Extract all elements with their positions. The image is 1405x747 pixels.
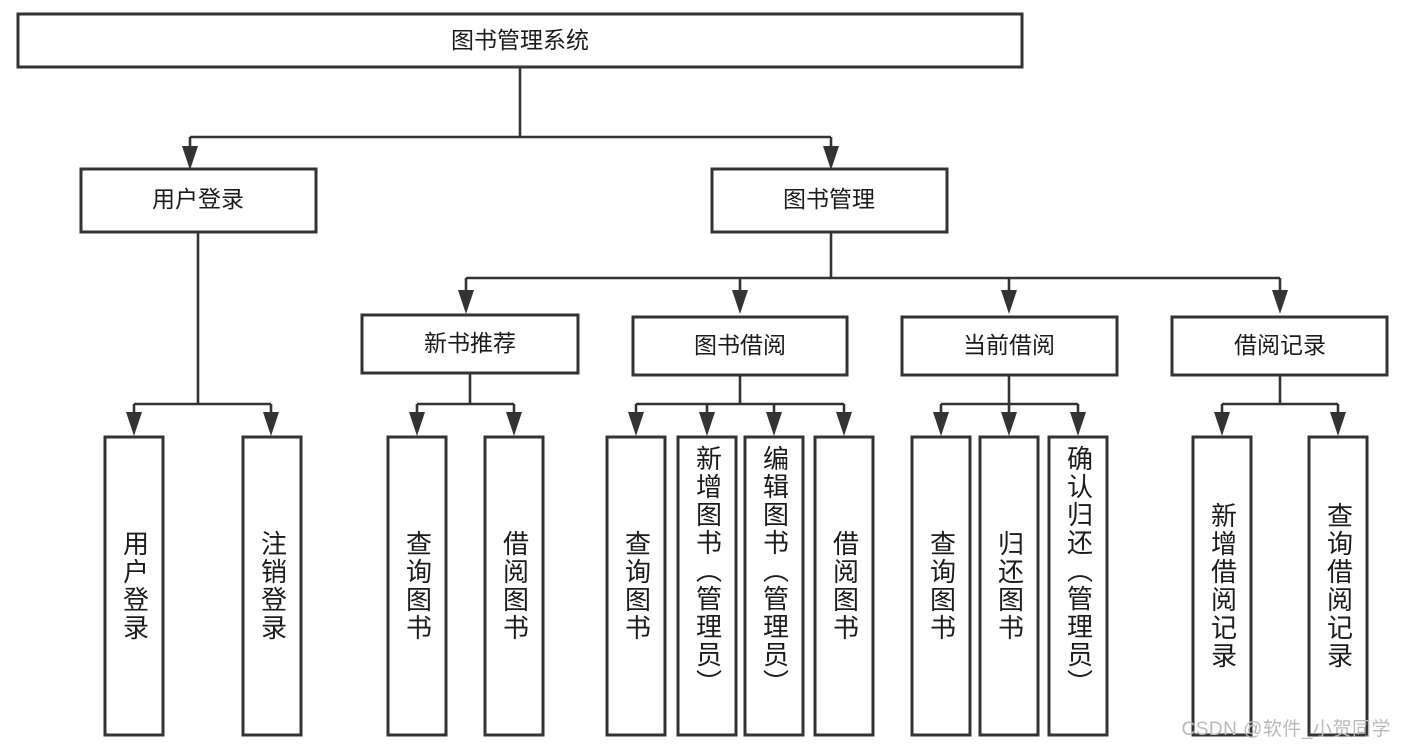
arrow-head-leaf-add-record (1214, 412, 1230, 436)
node-current-borrow-label: 当前借阅 (963, 332, 1055, 358)
leaf-query-book-1-box[interactable] (386, 435, 448, 737)
leaf-add-book-box[interactable] (676, 435, 738, 737)
node-book-borrow[interactable]: 图书借阅 (631, 315, 849, 377)
leaf-logout-login-box[interactable] (241, 435, 303, 737)
leaf-edit-book-box[interactable] (743, 435, 805, 737)
arrow-head-leaf-return-book (1001, 412, 1017, 436)
node-book-management-box[interactable] (710, 167, 949, 234)
node-borrow-record-label: 借阅记录 (1234, 332, 1326, 358)
node-book-borrow-box[interactable] (631, 315, 849, 377)
connector-group-book-borrow (628, 375, 852, 436)
leaf-user-login-box[interactable] (103, 435, 165, 737)
arrow-head-leaf-query-book-1 (409, 412, 425, 436)
arrow-head-leaf-query-book-3 (933, 412, 949, 436)
connector-group-book-management (458, 232, 1288, 314)
arrow-head-leaf-query-record (1330, 412, 1346, 436)
node-new-book-recommend-box[interactable] (360, 313, 580, 375)
node-current-borrow[interactable]: 当前借阅 (900, 315, 1119, 377)
node-new-book-recommend[interactable]: 新书推荐 (360, 313, 580, 375)
leaf-add-record-box[interactable] (1191, 435, 1253, 737)
node-borrow-record[interactable]: 借阅记录 (1170, 315, 1389, 377)
leaf-return-book-box[interactable] (978, 435, 1040, 737)
node-borrow-record-box[interactable] (1170, 315, 1389, 377)
arrow-head-leaf-logout-login (263, 412, 279, 436)
arrow-head-book-borrow (732, 290, 748, 314)
arrow-head-leaf-confirm-return (1070, 412, 1086, 436)
leaf-borrow-book-2-box[interactable] (813, 435, 875, 737)
connector-group-current-borrow (933, 375, 1086, 436)
leaf-borrow-book-1-box[interactable] (483, 435, 545, 737)
watermark-text: CSDN @软件_小贺同学 (1181, 719, 1391, 740)
node-new-book-recommend-label: 新书推荐 (424, 330, 516, 356)
arrow-head-current-borrow (1001, 290, 1017, 314)
connector-group-borrow-record (1214, 375, 1346, 436)
arrow-head-leaf-query-book-2 (628, 412, 644, 436)
leaf-confirm-return-box[interactable] (1047, 435, 1109, 737)
node-book-borrow-label: 图书借阅 (694, 332, 786, 358)
arrow-head-book-management (823, 146, 839, 170)
arrow-head-leaf-edit-book (766, 412, 782, 436)
arrow-head-leaf-borrow-book-2 (836, 412, 852, 436)
leaf-query-book-3-box[interactable] (910, 435, 972, 737)
leaf-query-record-box[interactable] (1307, 435, 1369, 737)
leaf-query-book-2-box[interactable] (605, 435, 667, 737)
connector-group-user-login (126, 232, 279, 436)
connector-group-root (182, 67, 839, 170)
arrow-head-leaf-user-login (126, 412, 142, 436)
node-root-box[interactable] (16, 12, 1024, 69)
leaf-boxes (103, 435, 1369, 737)
node-user-login[interactable]: 用户登录 (79, 167, 318, 234)
connector-group-new-book-recommend (409, 373, 522, 436)
node-current-borrow-box[interactable] (900, 315, 1119, 377)
arrow-head-leaf-add-book (699, 412, 715, 436)
node-user-login-box[interactable] (79, 167, 318, 234)
node-book-management-label: 图书管理 (783, 186, 875, 212)
node-user-login-label: 用户登录 (152, 186, 244, 212)
arrow-head-user-login (182, 146, 198, 170)
arrow-head-borrow-record (1272, 290, 1288, 314)
node-root-label: 图书管理系统 (451, 27, 589, 53)
arrow-head-leaf-borrow-book-1 (506, 412, 522, 436)
arrow-head-new-book-recommend (458, 290, 474, 314)
node-root[interactable]: 图书管理系统 (16, 12, 1024, 69)
node-book-management[interactable]: 图书管理 (710, 167, 949, 234)
